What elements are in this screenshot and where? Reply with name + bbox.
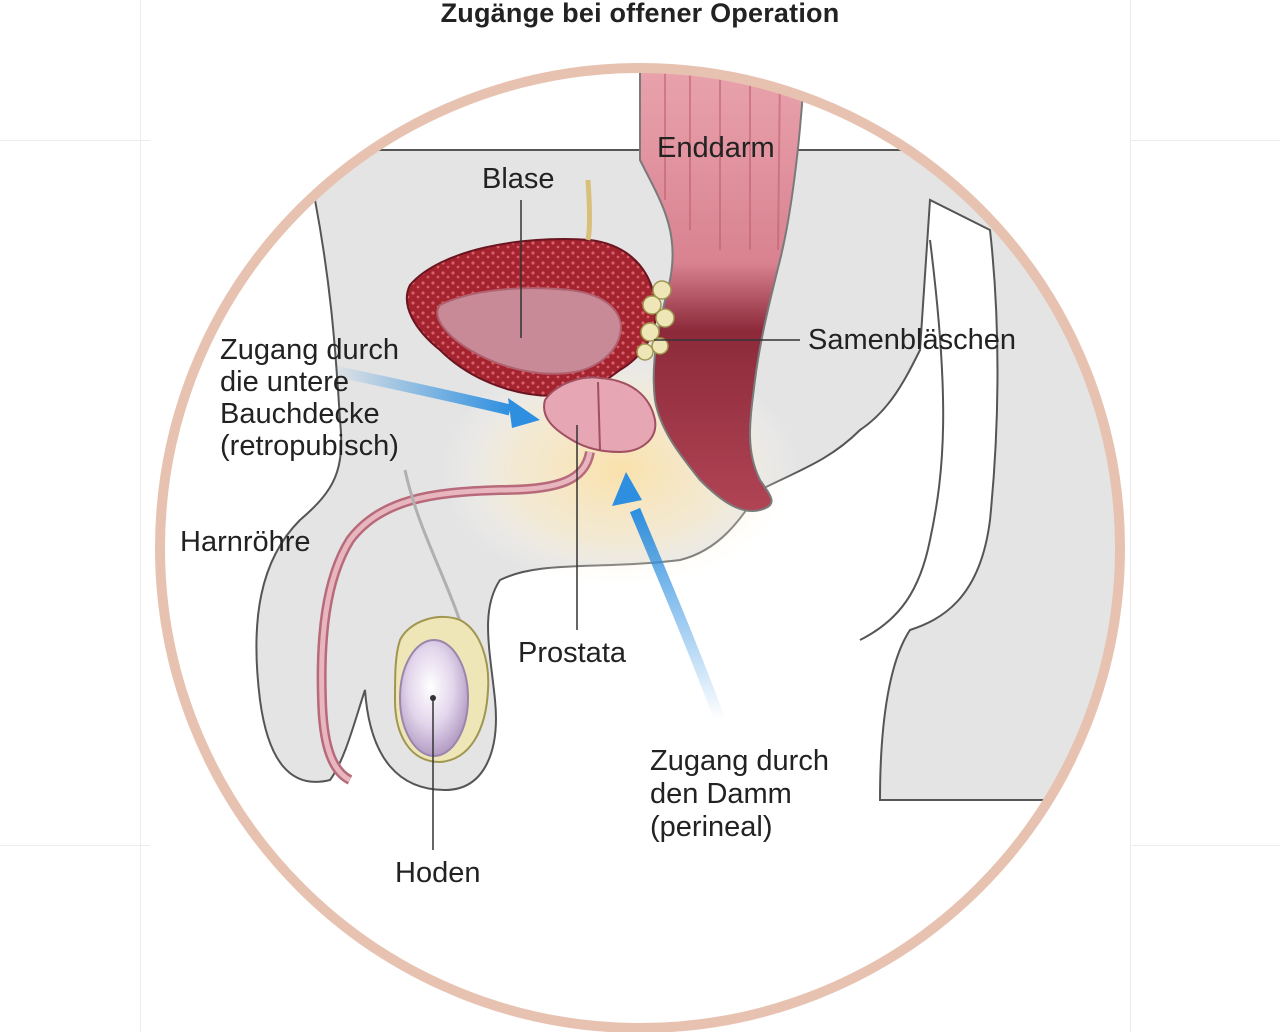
label-approach-abdominal-line-3: Bauchdecke (220, 398, 380, 430)
label-approach-perineal-line-1: Zugang durch (650, 745, 829, 777)
label-approach-abdominal-line-1: Zugang durch (220, 334, 399, 366)
perineal-arrow-head (612, 472, 642, 506)
perineal-approach-arrow (629, 507, 726, 722)
bladder-lumen (436, 287, 622, 375)
grid-line (0, 845, 150, 846)
grid-line (1130, 845, 1280, 846)
label-blase: Blase (482, 163, 555, 195)
frame-ring (155, 63, 1125, 1032)
grid-line (1130, 0, 1131, 1032)
label-hoden: Hoden (395, 857, 481, 889)
label-approach-perineal-line-2: den Damm (650, 778, 792, 810)
page-title: Zugänge bei offener Operation (440, 0, 840, 28)
label-harnroehre: Harnröhre (180, 526, 311, 558)
label-approach-abdominal-line-4: (retropubisch) (220, 430, 399, 462)
grid-line (140, 0, 141, 1032)
body-inner-contour (859, 239, 945, 641)
label-enddarm: Enddarm (657, 132, 775, 164)
abdominal-approach-arrow (328, 364, 512, 416)
label-samenblaeschen: Samenbläschen (808, 324, 1016, 356)
grid-line (1130, 140, 1280, 141)
label-approach-abdominal-line-2: die untere (220, 366, 349, 398)
label-approach-perineal-line-3: (perineal) (650, 811, 773, 843)
abdominal-arrow-head (508, 398, 540, 428)
seminal-vesicles (636, 280, 675, 361)
label-prostata: Prostata (518, 637, 626, 669)
grid-line (0, 140, 150, 141)
